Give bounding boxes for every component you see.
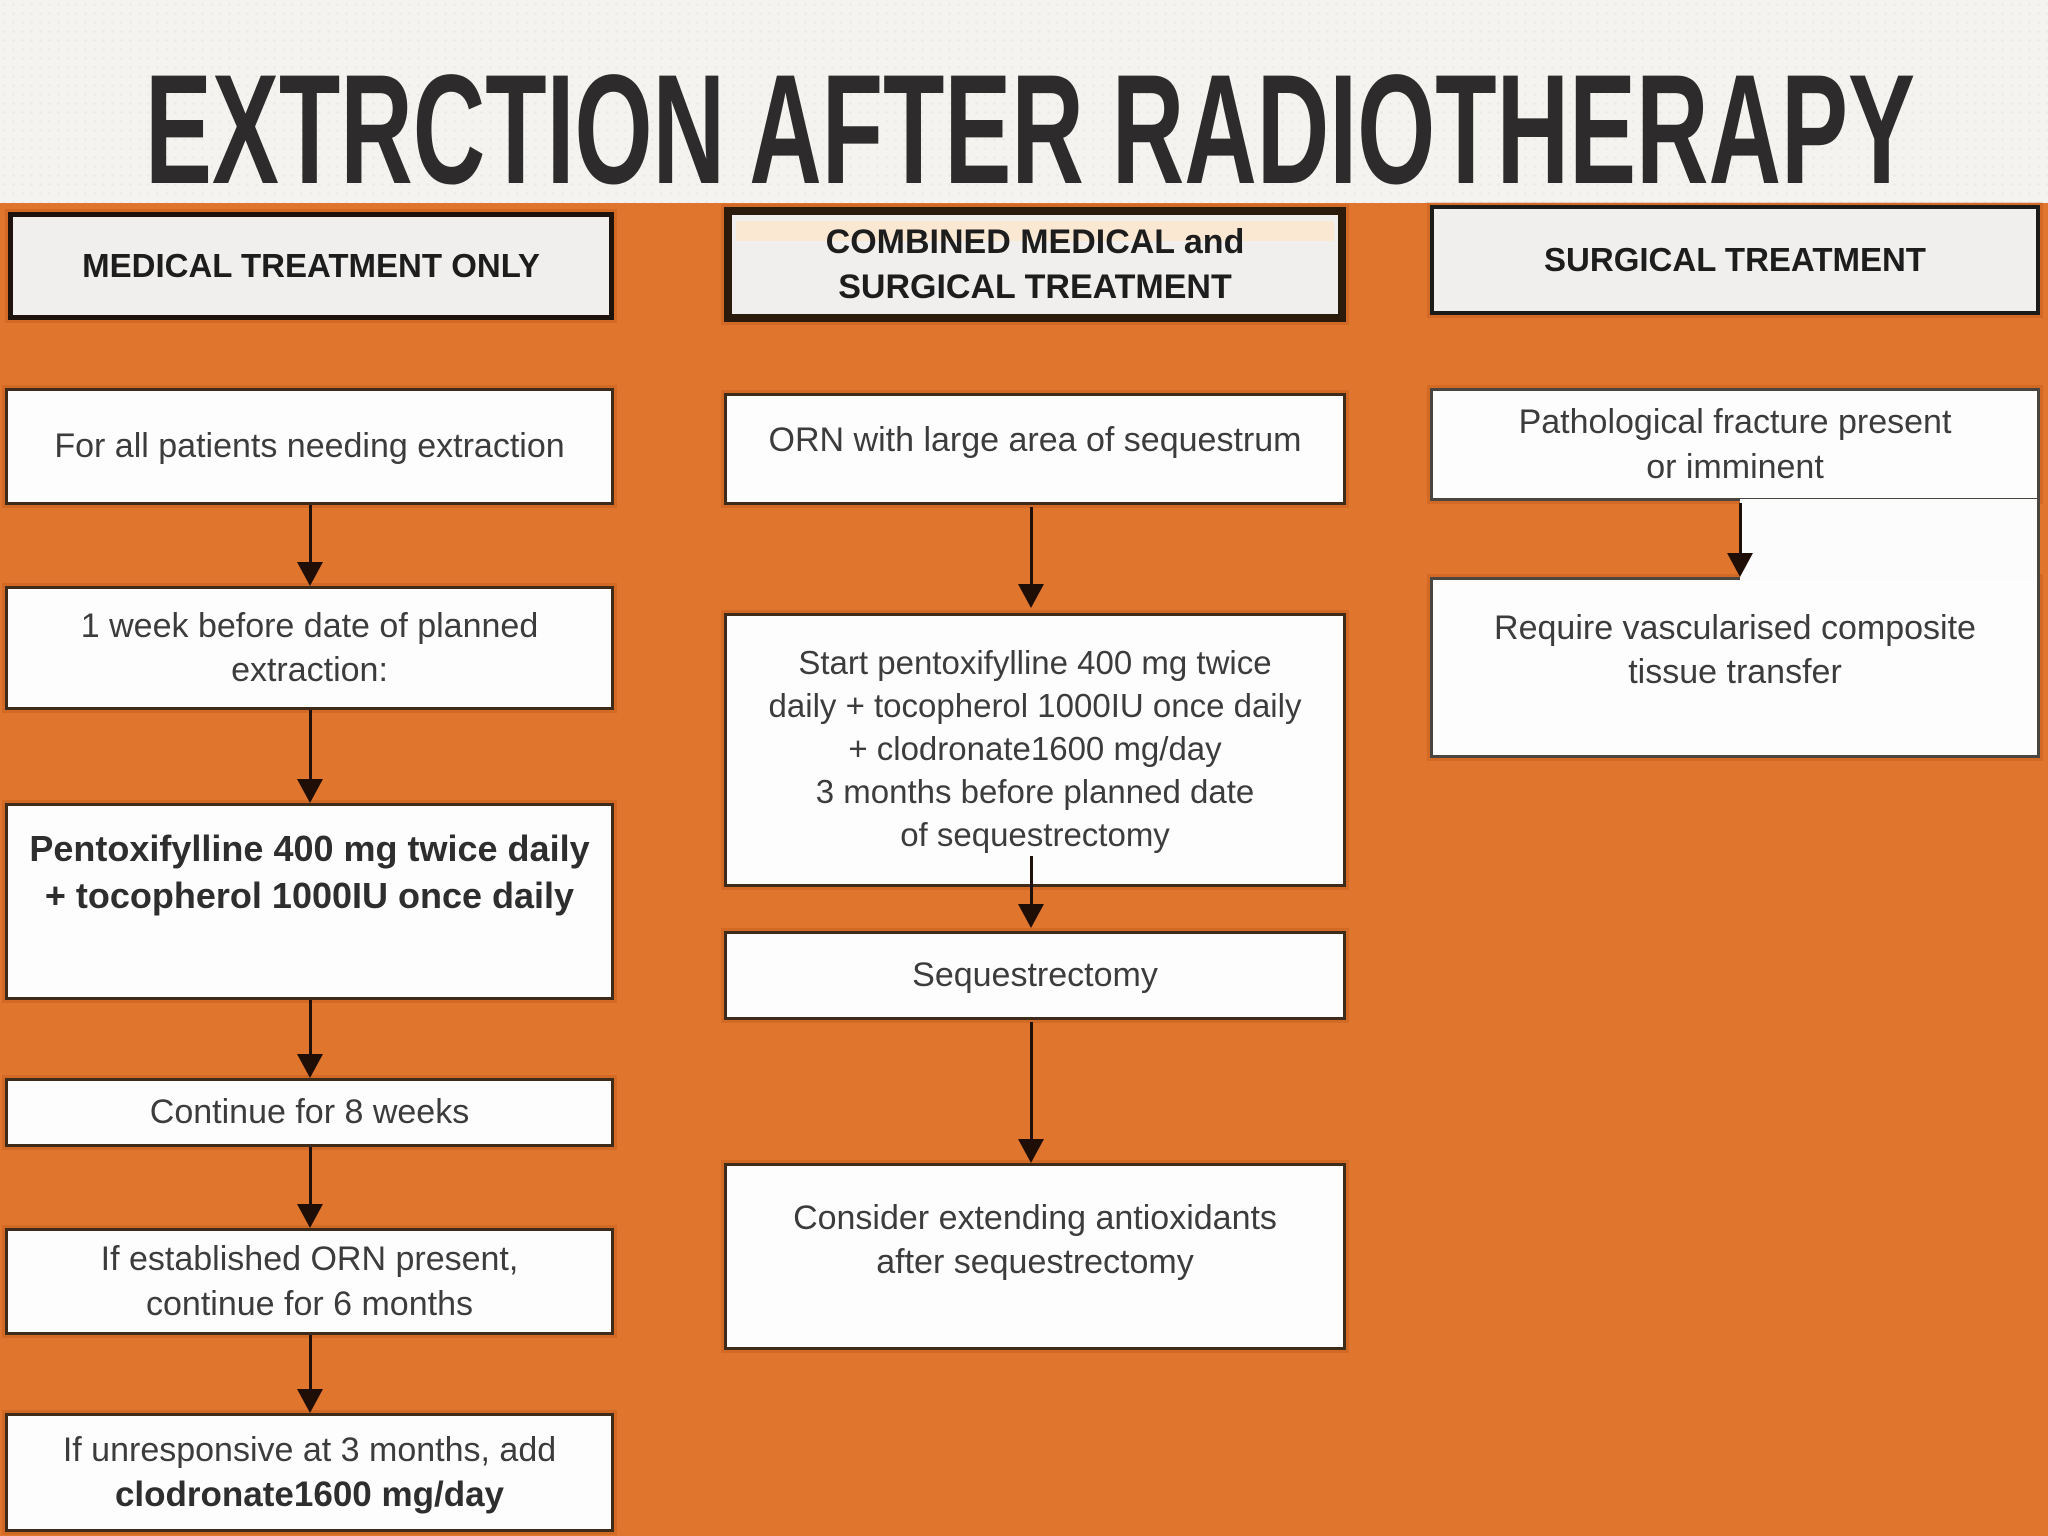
combined-step-start-pentoxifylline: Start pentoxifylline 400 mg twice daily …	[724, 613, 1346, 887]
start-box-line5: of sequestrectomy	[900, 815, 1170, 853]
medical-step-pentoxifylline-label: Pentoxifylline 400 mg twice daily + toco…	[29, 828, 590, 916]
arrow-shaft	[308, 1000, 312, 1054]
page-title: EXTRCTION AFTER RADIOTHERAPY	[145, 43, 1915, 203]
medical-header-label: MEDICAL TREATMENT ONLY	[82, 246, 540, 284]
arrow-head-icon	[1018, 904, 1044, 928]
arrow-head-icon	[1018, 1139, 1044, 1163]
surgical-step-vascularised-transfer: Require vascularised composite tissue tr…	[1430, 577, 2040, 758]
medical-step-all-patients: For all patients needing extraction	[5, 388, 614, 505]
medical-step-1-week-before-label: 1 week before date of planned extraction…	[80, 606, 539, 689]
flow-arrow-combined-3	[1018, 1022, 1044, 1163]
arrow-head-icon	[297, 1389, 323, 1413]
start-box-line3: + clodronate1600 mg/day	[848, 729, 1222, 767]
start-box-line4: 3 months before planned date	[815, 772, 1255, 810]
arrow-head-icon	[1018, 584, 1044, 608]
surgical-connector-block	[1740, 499, 2040, 580]
medical-step-established-orn: If established ORN present, continue for…	[5, 1228, 614, 1335]
surgical-step-pathological-fracture-label: Pathological fracture present or imminen…	[1518, 403, 1952, 486]
combined-header-label: COMBINED MEDICAL and SURGICAL TREATMENT	[825, 223, 1245, 306]
medical-column-header: MEDICAL TREATMENT ONLY	[8, 212, 614, 320]
arrow-shaft	[308, 505, 312, 562]
medical-step-continue-8-weeks-label: Continue for 8 weeks	[149, 1093, 470, 1132]
arrow-head-icon	[297, 779, 323, 803]
arrow-shaft	[1029, 507, 1033, 584]
medical-step-established-orn-label: If established ORN present, continue for…	[100, 1240, 519, 1323]
combined-step-sequestrectomy-label: Sequestrectomy	[912, 956, 1158, 995]
start-box-line1: Start pentoxifylline 400 mg twice	[798, 644, 1272, 681]
start-box-line2: daily + tocopherol 1000IU once daily	[768, 686, 1302, 724]
combined-step-orn-sequestrum: ORN with large area of sequestrum	[724, 393, 1346, 505]
medical-step-unresponsive: If unresponsive at 3 months, add clodron…	[5, 1413, 614, 1532]
medical-step-continue-8-weeks: Continue for 8 weeks	[5, 1078, 614, 1147]
combined-column-header: COMBINED MEDICAL and SURGICAL TREATMENT	[724, 207, 1346, 322]
combined-step-sequestrectomy: Sequestrectomy	[724, 931, 1346, 1020]
arrow-head-icon	[297, 1204, 323, 1228]
flow-arrow-medical-1	[297, 505, 323, 586]
arrow-shaft	[308, 1335, 312, 1389]
title-graphic: EXTRCTION AFTER RADIOTHERAPY	[145, 43, 1915, 203]
flow-arrow-medical-5	[297, 1335, 323, 1413]
arrow-head-icon	[297, 562, 323, 586]
medical-step-unresponsive-line2: clodronate1600 mg/day	[114, 1474, 505, 1514]
surgical-header-label: SURGICAL TREATMENT	[1544, 240, 1926, 278]
title-band: EXTRCTION AFTER RADIOTHERAPY	[0, 0, 2048, 203]
flow-arrow-medical-3	[297, 1000, 323, 1078]
header-tint	[736, 221, 1334, 241]
combined-step-consider-antioxidants-label: Consider extending antioxidants after se…	[793, 1199, 1277, 1282]
arrow-shaft	[1029, 1022, 1033, 1139]
medical-step-all-patients-label: For all patients needing extraction	[54, 427, 565, 466]
medical-step-unresponsive-line1: If unresponsive at 3 months, add	[62, 1430, 557, 1469]
combined-step-orn-sequestrum-label: ORN with large area of sequestrum	[768, 420, 1302, 459]
arrow-head-icon	[297, 1054, 323, 1078]
flow-arrow-combined-1	[1018, 507, 1044, 608]
medical-step-1-week-before: 1 week before date of planned extraction…	[5, 586, 614, 710]
surgical-column-header: SURGICAL TREATMENT	[1430, 205, 2040, 315]
arrow-shaft	[308, 710, 312, 779]
flow-arrow-medical-2	[297, 710, 323, 803]
combined-step-consider-antioxidants: Consider extending antioxidants after se…	[724, 1163, 1346, 1350]
flow-arrow-medical-4	[297, 1147, 323, 1228]
surgical-step-vascularised-transfer-label: Require vascularised composite tissue tr…	[1494, 609, 1976, 692]
arrow-shaft	[308, 1147, 312, 1204]
medical-step-pentoxifylline: Pentoxifylline 400 mg twice daily + toco…	[5, 803, 614, 1000]
surgical-step-pathological-fracture: Pathological fracture present or imminen…	[1430, 388, 2040, 501]
